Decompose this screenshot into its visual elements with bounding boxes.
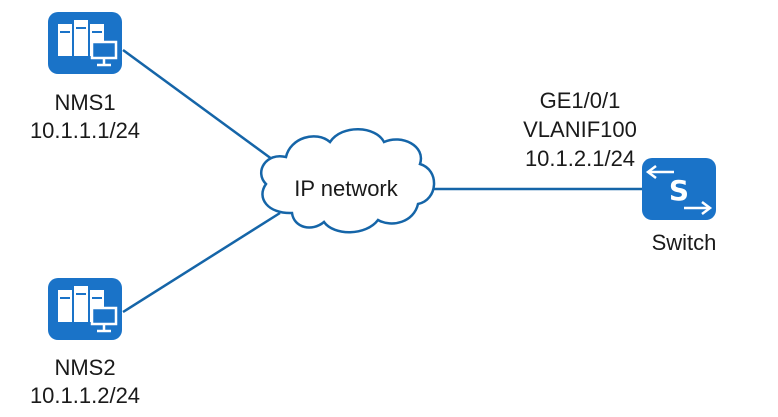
nms1-ip: 10.1.1.1/24	[29, 118, 141, 143]
svg-text:S: S	[669, 174, 689, 207]
nms2-name: NMS2	[54, 355, 116, 380]
switch-vlanif: VLANIF100	[523, 117, 637, 142]
link-nms2-cloud	[122, 211, 281, 314]
switch-interface: GE1/0/1	[539, 88, 621, 113]
nms-server-icon	[48, 12, 122, 74]
switch-ip: 10.1.2.1/24	[524, 146, 636, 171]
cloud-icon	[260, 128, 436, 234]
nms2-ip: 10.1.1.2/24	[29, 383, 141, 408]
switch-name: Switch	[651, 230, 717, 255]
cloud-label: IP network	[294, 176, 398, 201]
nms-server-icon	[48, 278, 122, 340]
nms1-name: NMS1	[54, 90, 116, 115]
switch-icon: S	[642, 158, 716, 220]
link-nms1-cloud	[122, 48, 281, 167]
